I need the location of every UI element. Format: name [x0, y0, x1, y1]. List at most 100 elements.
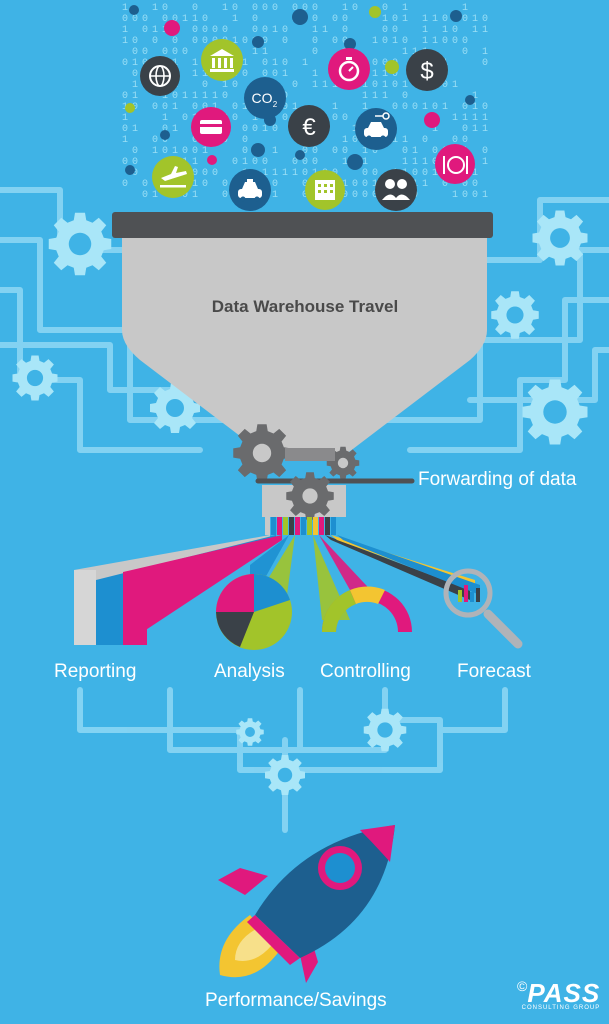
- svg-text:1: 1: [252, 47, 258, 58]
- svg-text:0: 0: [132, 69, 138, 80]
- customer-service-icon: [375, 169, 417, 211]
- svg-text:0: 0: [152, 102, 158, 113]
- svg-text:0: 0: [292, 157, 298, 168]
- svg-text:0: 0: [192, 102, 198, 113]
- svg-text:0: 0: [162, 14, 168, 25]
- svg-text:1: 1: [202, 146, 208, 157]
- svg-text:1: 1: [472, 124, 478, 135]
- euro-icon: €: [288, 105, 330, 147]
- svg-text:0: 0: [342, 113, 348, 124]
- svg-text:1: 1: [312, 80, 318, 91]
- svg-text:1: 1: [282, 69, 288, 80]
- svg-text:1: 1: [422, 25, 428, 36]
- svg-text:0: 0: [452, 36, 458, 47]
- svg-text:1: 1: [422, 179, 428, 190]
- svg-text:0: 0: [202, 36, 208, 47]
- svg-text:CO: CO: [252, 90, 273, 106]
- svg-text:1: 1: [432, 14, 438, 25]
- svg-text:0: 0: [332, 113, 338, 124]
- svg-text:1: 1: [382, 91, 388, 102]
- svg-text:0: 0: [132, 14, 138, 25]
- svg-text:1: 1: [122, 3, 128, 14]
- svg-text:0: 0: [462, 36, 468, 47]
- svg-text:0: 0: [432, 157, 438, 168]
- svg-text:0: 0: [182, 47, 188, 58]
- svg-text:0: 0: [282, 102, 288, 113]
- svg-text:0: 0: [422, 168, 428, 179]
- svg-text:0: 0: [262, 157, 268, 168]
- svg-text:1: 1: [132, 80, 138, 91]
- svg-text:0: 0: [142, 25, 148, 36]
- svg-text:1: 1: [262, 47, 268, 58]
- svg-text:0: 0: [462, 102, 468, 113]
- svg-text:1: 1: [482, 47, 488, 58]
- svg-text:1: 1: [152, 146, 158, 157]
- svg-text:0: 0: [312, 146, 318, 157]
- svg-text:0: 0: [172, 47, 178, 58]
- svg-text:0: 0: [282, 58, 288, 69]
- svg-text:1: 1: [182, 14, 188, 25]
- svg-text:1: 1: [452, 80, 458, 91]
- svg-text:1: 1: [152, 25, 158, 36]
- svg-text:0: 0: [352, 179, 358, 190]
- svg-text:0: 0: [442, 14, 448, 25]
- svg-text:1: 1: [362, 102, 368, 113]
- data-warehouse-funnel: [112, 212, 493, 455]
- svg-text:0: 0: [272, 3, 278, 14]
- svg-text:1: 1: [342, 135, 348, 146]
- data-stripes: [265, 517, 336, 535]
- svg-text:1: 1: [302, 58, 308, 69]
- hotel-icon: [305, 170, 345, 210]
- svg-text:0: 0: [402, 102, 408, 113]
- svg-text:1: 1: [472, 25, 478, 36]
- svg-text:1: 1: [362, 157, 368, 168]
- svg-text:1: 1: [402, 157, 408, 168]
- svg-text:1: 1: [402, 135, 408, 146]
- svg-text:0: 0: [372, 80, 378, 91]
- svg-text:1: 1: [272, 58, 278, 69]
- svg-text:1: 1: [122, 102, 128, 113]
- svg-text:0: 0: [352, 135, 358, 146]
- svg-text:0: 0: [372, 168, 378, 179]
- svg-text:1: 1: [482, 190, 488, 201]
- svg-text:0: 0: [462, 179, 468, 190]
- svg-text:0: 0: [202, 168, 208, 179]
- svg-text:0: 0: [122, 157, 128, 168]
- svg-text:1: 1: [132, 58, 138, 69]
- svg-text:0: 0: [162, 124, 168, 135]
- output-label-forecast: Forecast: [457, 661, 531, 682]
- svg-text:0: 0: [222, 91, 228, 102]
- svg-text:0: 0: [312, 47, 318, 58]
- svg-text:0: 0: [452, 25, 458, 36]
- svg-text:0: 0: [482, 102, 488, 113]
- svg-text:0: 0: [392, 102, 398, 113]
- co2-icon: CO 2: [244, 77, 286, 119]
- decorative-dots: [125, 5, 475, 175]
- svg-text:1: 1: [382, 80, 388, 91]
- svg-text:0: 0: [242, 36, 248, 47]
- svg-text:1: 1: [262, 168, 268, 179]
- svg-text:0: 0: [372, 58, 378, 69]
- svg-text:0: 0: [332, 36, 338, 47]
- svg-text:0: 0: [232, 157, 238, 168]
- funnel-title: Data Warehouse Travel: [211, 297, 399, 316]
- svg-text:0: 0: [142, 14, 148, 25]
- forecast-magnifier-icon: [325, 535, 523, 649]
- svg-text:1: 1: [292, 102, 298, 113]
- svg-text:1: 1: [162, 91, 168, 102]
- svg-text:1: 1: [192, 91, 198, 102]
- svg-text:0: 0: [342, 25, 348, 36]
- svg-text:1: 1: [192, 190, 198, 201]
- svg-text:0: 0: [272, 179, 278, 190]
- svg-text:1: 1: [452, 113, 458, 124]
- svg-text:0: 0: [392, 25, 398, 36]
- svg-text:0: 0: [232, 113, 238, 124]
- svg-text:0: 0: [132, 47, 138, 58]
- svg-text:1: 1: [452, 190, 458, 201]
- svg-text:1: 1: [272, 190, 278, 201]
- svg-text:1: 1: [372, 36, 378, 47]
- svg-text:0: 0: [122, 91, 128, 102]
- svg-text:0: 0: [252, 14, 258, 25]
- svg-text:1: 1: [202, 91, 208, 102]
